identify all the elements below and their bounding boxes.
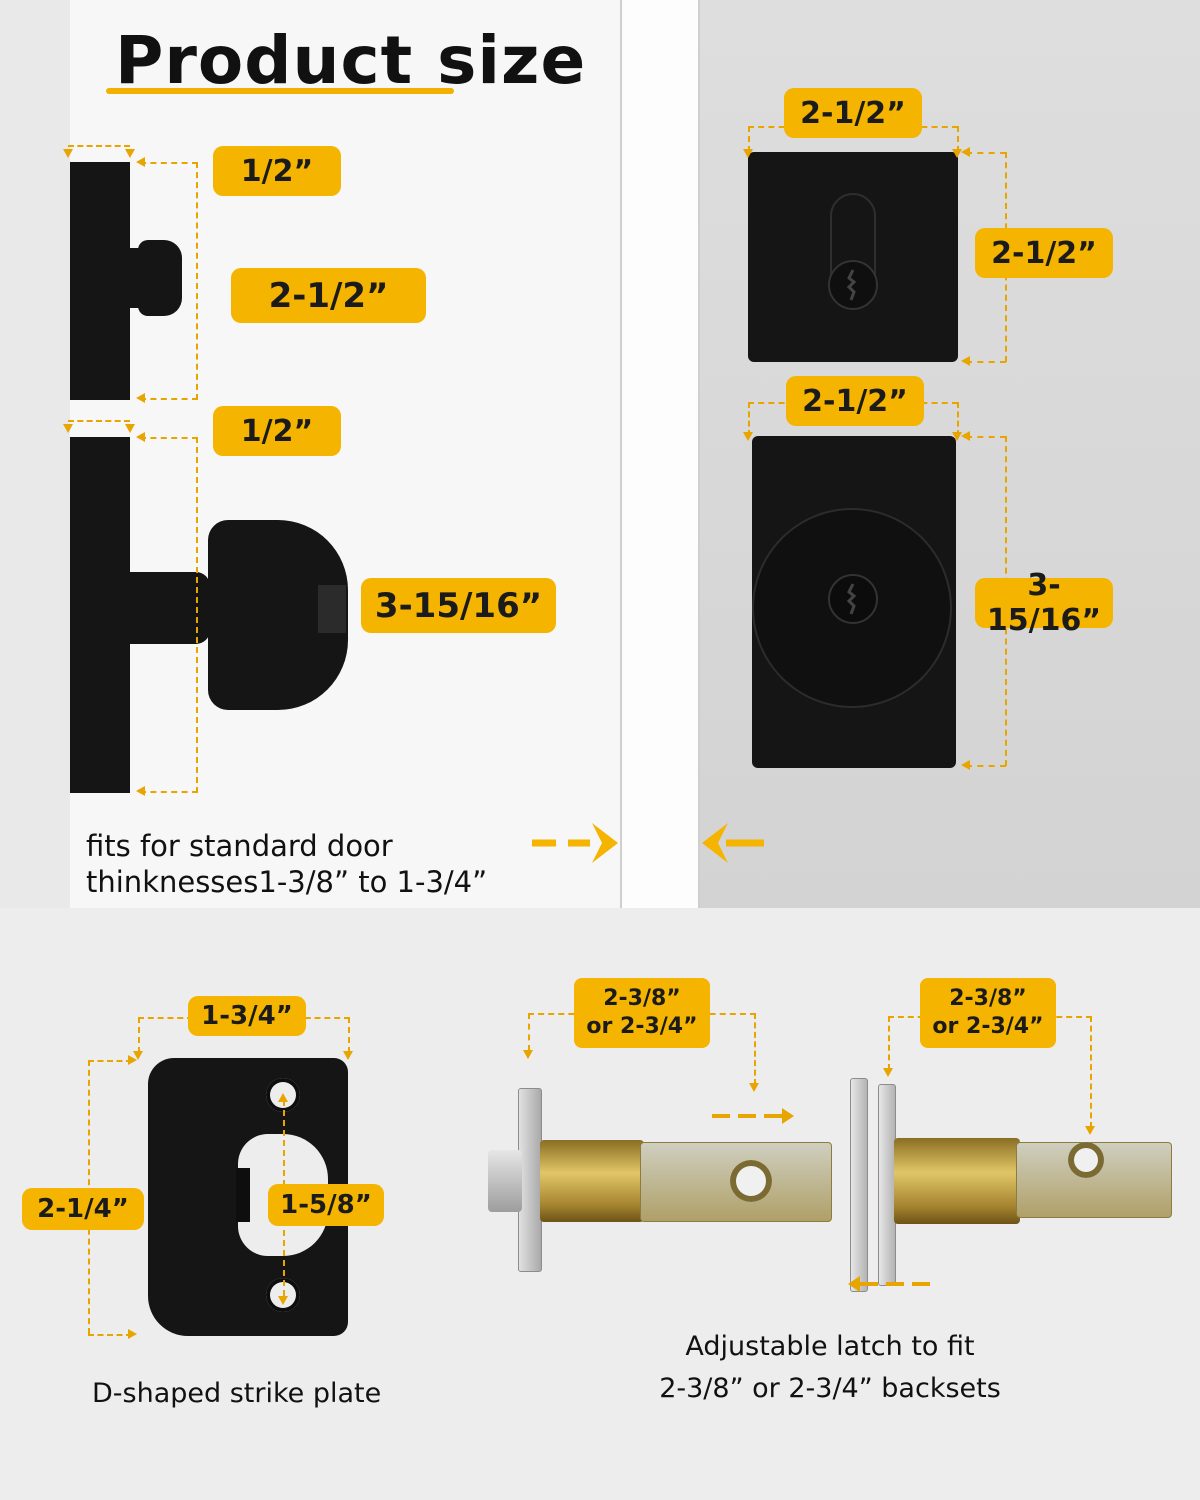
dim-line — [966, 436, 1006, 438]
latch-bolt — [488, 1150, 522, 1212]
knob-front-height-badge: 3-15/16” — [975, 568, 1113, 638]
dim-line — [966, 152, 1006, 154]
dim-line — [748, 126, 750, 152]
strike-width-badge: 1-3/4” — [188, 996, 306, 1036]
dim-line — [348, 1017, 350, 1053]
dim-line — [140, 791, 198, 793]
deadbolt-height-badge: 2-1/2” — [231, 268, 426, 323]
dim-line — [196, 162, 198, 400]
knob-height-badge: 3-15/16” — [361, 578, 556, 633]
latch-spindle-hole — [730, 1160, 772, 1202]
dim-line — [88, 1060, 132, 1062]
knob-thickness-badge: 1/2” — [213, 406, 341, 456]
keyhole-icon — [826, 572, 880, 626]
title-underline — [106, 88, 454, 94]
arrow-left-icon — [700, 818, 766, 868]
dim-line — [966, 361, 1006, 363]
latch-caption: Adjustable latch to fit 2-3/8” or 2-3/4”… — [610, 1326, 1050, 1410]
door-edge-strip — [620, 0, 700, 908]
door-fit-caption: fits for standard door thinknesses1-3/8”… — [86, 828, 487, 900]
side-view-panel — [70, 0, 620, 908]
knob-neck — [130, 572, 210, 644]
dim-line — [140, 437, 198, 439]
latch-caption-line1: Adjustable latch to fit — [685, 1331, 975, 1362]
latch-spindle-hole — [1068, 1142, 1104, 1178]
latch-a-backset-badge: 2-3/8” or 2-3/4” — [574, 978, 710, 1048]
strike-plate-tab — [236, 1168, 250, 1222]
keyhole-icon — [826, 258, 880, 312]
dim-line — [138, 1017, 140, 1053]
dim-line — [957, 126, 959, 152]
latch-b-backset-line1: 2-3/8” — [949, 986, 1027, 1011]
strike-height-badge: 2-1/4” — [22, 1188, 144, 1230]
strike-plate-caption: D-shaped strike plate — [92, 1378, 382, 1409]
page-title: Product size — [115, 22, 587, 99]
dim-line — [528, 1013, 530, 1051]
dim-line — [68, 145, 130, 147]
dim-line — [754, 1013, 756, 1085]
knob-front-width-badge: 2-1/2” — [786, 376, 924, 426]
extend-arrow-icon — [712, 1106, 796, 1126]
dim-line — [88, 1334, 132, 1336]
dim-line — [748, 402, 750, 436]
latch-a-backset-line2: or 2-3/4” — [586, 1014, 698, 1039]
deadbolt-front-plate — [748, 152, 958, 362]
latch-caption-line2: 2-3/8” or 2-3/4” backsets — [659, 1373, 1001, 1404]
latch-tube — [894, 1138, 1020, 1224]
dim-line — [957, 402, 959, 436]
strike-hole-spacing-badge: 1-5/8” — [268, 1184, 384, 1226]
deadbolt-front-height-badge: 2-1/2” — [975, 228, 1113, 278]
thumb-turn-icon — [130, 248, 140, 308]
dim-line — [1090, 1016, 1092, 1128]
deadbolt-thickness-badge: 1/2” — [213, 146, 341, 196]
dim-line — [140, 162, 198, 164]
dim-line — [196, 437, 198, 793]
door-fit-line2: thinknesses1-3/8” to 1-3/4” — [86, 865, 488, 899]
latch-faceplate — [850, 1078, 868, 1292]
latch-stub — [318, 585, 346, 633]
latch-tube — [540, 1140, 644, 1222]
left-edge — [0, 0, 70, 908]
latch-a-backset-line1: 2-3/8” — [603, 986, 681, 1011]
latch-b-backset-badge: 2-3/8” or 2-3/4” — [920, 978, 1056, 1048]
deadbolt-front-width-badge: 2-1/2” — [784, 88, 922, 138]
deadbolt-side-plate — [70, 162, 130, 400]
thumb-turn-knob — [138, 240, 182, 316]
dim-line — [888, 1016, 890, 1070]
dim-line — [68, 420, 130, 422]
dim-line — [140, 398, 198, 400]
retract-arrow-icon — [846, 1274, 930, 1294]
arrow-right-icon — [530, 818, 622, 868]
door-fit-line1: fits for standard door — [86, 829, 393, 863]
knob-side-plate — [70, 437, 130, 793]
dim-line — [966, 765, 1006, 767]
latch-b-backset-line2: or 2-3/4” — [932, 1014, 1044, 1039]
